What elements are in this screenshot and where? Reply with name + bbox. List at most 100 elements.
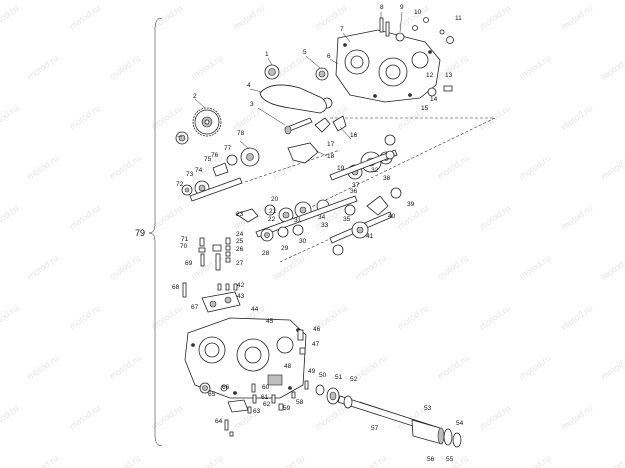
watermark-text: motod.ru bbox=[0, 303, 20, 332]
callout-36: 36 bbox=[350, 188, 358, 195]
gear bbox=[277, 226, 289, 238]
watermark-text: motod.ru bbox=[149, 103, 184, 132]
callout-33: 33 bbox=[321, 222, 329, 229]
gear bbox=[351, 221, 369, 239]
watermark-text: motod.ru bbox=[0, 203, 20, 232]
callout-26: 26 bbox=[236, 246, 244, 253]
callout-70: 70 bbox=[180, 243, 188, 250]
seal bbox=[199, 382, 211, 394]
callout-78: 78 bbox=[237, 130, 245, 137]
callout-23: 23 bbox=[236, 211, 244, 218]
shift-fork bbox=[287, 142, 319, 164]
callout-20: 20 bbox=[271, 196, 279, 203]
watermark-text: motod.ru bbox=[231, 103, 266, 132]
callout-38: 38 bbox=[383, 175, 391, 182]
callout-72: 72 bbox=[176, 181, 184, 188]
callout-10: 10 bbox=[414, 9, 422, 16]
gear bbox=[226, 154, 238, 166]
callout-19: 19 bbox=[337, 165, 345, 172]
leader-lines bbox=[176, 11, 403, 157]
watermark-text: motod.ru bbox=[149, 303, 184, 332]
watermark-text: motod.ru bbox=[67, 103, 102, 132]
callout-13: 13 bbox=[445, 72, 453, 79]
watermark-text: motod.ru bbox=[559, 203, 594, 232]
watermark-text: motod.ru bbox=[395, 303, 430, 332]
callout-16: 16 bbox=[350, 132, 358, 139]
watermark-text: motod.ru bbox=[231, 3, 266, 32]
watermark-text: motod.ru bbox=[107, 53, 142, 82]
callout-29: 29 bbox=[281, 245, 289, 252]
watermark-text: motod.ru bbox=[435, 153, 470, 182]
gear bbox=[240, 147, 260, 167]
watermark-text: motod.ru bbox=[599, 53, 625, 82]
watermark-text: motod.ru bbox=[477, 203, 512, 232]
bearing bbox=[175, 131, 189, 145]
callout-40: 40 bbox=[388, 213, 396, 220]
callout-43: 43 bbox=[237, 293, 245, 300]
bearing bbox=[315, 384, 325, 396]
callout-15: 15 bbox=[421, 105, 429, 112]
watermark-text: motod.ru bbox=[25, 53, 60, 82]
callout-50: 50 bbox=[319, 372, 327, 379]
watermark-text: motod.ru bbox=[435, 53, 470, 82]
gear bbox=[278, 207, 294, 223]
callout-75: 75 bbox=[204, 156, 212, 163]
callout-79: 79 bbox=[135, 228, 145, 238]
callout-60: 60 bbox=[262, 384, 270, 391]
bearing bbox=[384, 134, 396, 146]
watermark-text: motod.ru bbox=[435, 353, 470, 382]
gear bbox=[292, 224, 304, 236]
bracket bbox=[212, 162, 229, 177]
callout-2: 2 bbox=[193, 93, 197, 100]
callout-25: 25 bbox=[236, 238, 244, 245]
callout-35: 35 bbox=[343, 216, 351, 223]
watermark-text: motod.ru bbox=[149, 3, 184, 32]
callout-21: 21 bbox=[269, 208, 277, 215]
watermark-text: motod.ru bbox=[189, 53, 224, 82]
callout-69: 69 bbox=[185, 260, 193, 267]
callout-7: 7 bbox=[340, 26, 344, 33]
watermark-text: motod.ru bbox=[517, 53, 552, 82]
watermark-text: motod.ru bbox=[67, 403, 102, 432]
assembly-bracket bbox=[148, 17, 163, 447]
callout-22: 22 bbox=[268, 216, 276, 223]
gearcase-cover-upper bbox=[335, 29, 441, 103]
callout-17: 17 bbox=[327, 141, 335, 148]
watermark-text: motod.ru bbox=[477, 303, 512, 332]
callout-24: 24 bbox=[236, 231, 244, 238]
callout-48: 48 bbox=[284, 363, 292, 370]
callout-45: 45 bbox=[266, 318, 274, 325]
callout-37: 37 bbox=[352, 182, 360, 189]
callout-44: 44 bbox=[251, 306, 259, 313]
watermark-text: motod.ru bbox=[477, 3, 512, 32]
watermark-text: motod.ru bbox=[271, 253, 306, 282]
callout-27: 27 bbox=[236, 260, 244, 267]
callout-59: 59 bbox=[283, 405, 291, 412]
watermark-text: motod.ru bbox=[107, 253, 142, 282]
gear bbox=[264, 204, 276, 216]
bearing bbox=[332, 244, 344, 256]
callout-28: 28 bbox=[262, 250, 270, 257]
callout-31: 31 bbox=[294, 217, 302, 224]
watermark-text: motod.ru bbox=[25, 253, 60, 282]
callout-49: 49 bbox=[308, 368, 316, 375]
spline-coupler bbox=[411, 419, 445, 445]
bearing bbox=[181, 184, 193, 196]
seal bbox=[443, 428, 453, 446]
watermark-text: motod.ru bbox=[107, 153, 142, 182]
callout-67: 67 bbox=[191, 304, 199, 311]
watermark-text: motod.ru bbox=[25, 453, 60, 468]
callout-1: 1 bbox=[265, 51, 269, 58]
gasket bbox=[227, 399, 249, 413]
drain-plug bbox=[220, 384, 228, 392]
shaft bbox=[329, 149, 398, 181]
bearing bbox=[390, 187, 402, 199]
watermark-text: motod.ru bbox=[517, 453, 552, 468]
callout-46: 46 bbox=[313, 326, 321, 333]
shift-bracket bbox=[182, 282, 241, 313]
callout-3: 3 bbox=[250, 101, 254, 108]
drive-chain bbox=[366, 195, 389, 216]
callout-34: 34 bbox=[318, 214, 326, 221]
